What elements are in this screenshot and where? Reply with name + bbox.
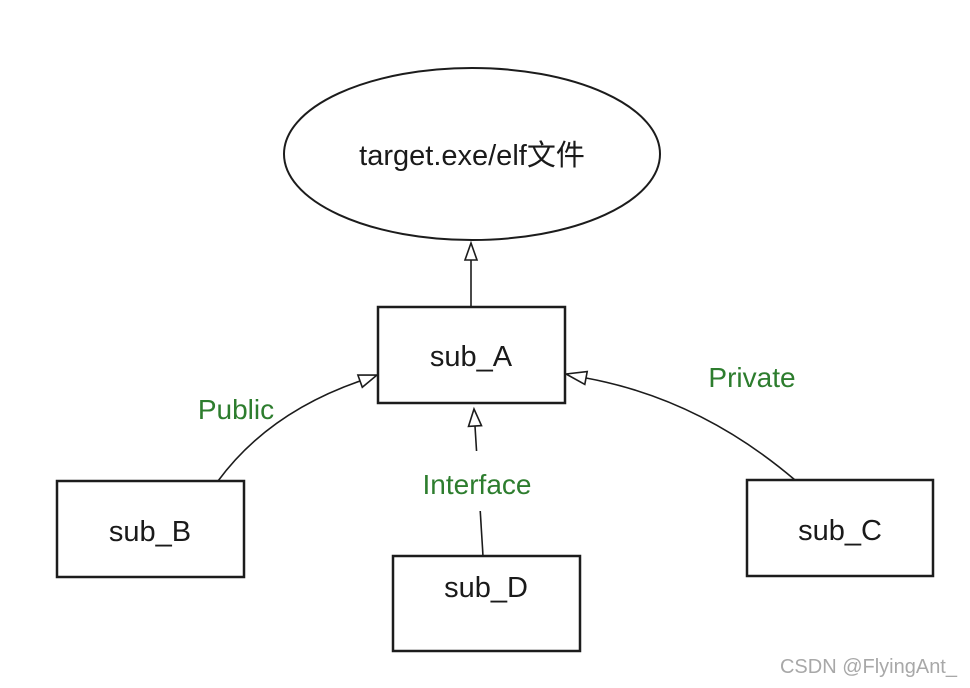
edge-label-public: Public — [198, 394, 274, 425]
watermark: CSDN @FlyingAnt_ — [780, 656, 958, 678]
edge-subc-to-suba-line — [585, 377, 796, 481]
sub-a-box — [376, 305, 567, 405]
node-sub-b-label: sub_B — [109, 516, 191, 548]
arrowhead-up-icon — [463, 240, 479, 261]
target-ellipse — [283, 67, 661, 241]
node-sub-a-label: sub_A — [430, 341, 513, 373]
edge-subb-to-suba: Public — [198, 374, 380, 482]
node-sub-a: sub_A — [376, 305, 567, 405]
sub-b-box — [55, 479, 246, 579]
edge-subd-to-suba: Interface — [406, 406, 548, 557]
edge-label-interface: Interface — [423, 469, 532, 500]
edge-subb-to-suba-line — [217, 380, 361, 482]
node-sub-b: sub_B — [55, 479, 246, 579]
sub-d-box — [391, 554, 582, 653]
edge-label-interface-mask — [406, 451, 548, 511]
arrowhead-left-icon — [563, 370, 589, 386]
node-target: target.exe/elf文件 — [283, 67, 661, 241]
node-sub-d-label: sub_D — [444, 572, 528, 604]
node-sub-c-label: sub_C — [798, 515, 882, 547]
arrowhead-up-icon — [467, 406, 483, 428]
node-target-label: target.exe/elf文件 — [359, 139, 585, 172]
node-sub-d: sub_D — [391, 554, 582, 653]
arrowhead-right-icon — [356, 374, 380, 389]
edge-suba-to-target — [463, 240, 479, 307]
sub-c-box — [745, 478, 935, 578]
edge-label-private: Private — [708, 362, 795, 393]
node-sub-c: sub_C — [745, 478, 935, 578]
edge-subc-to-suba: Private — [563, 362, 796, 481]
